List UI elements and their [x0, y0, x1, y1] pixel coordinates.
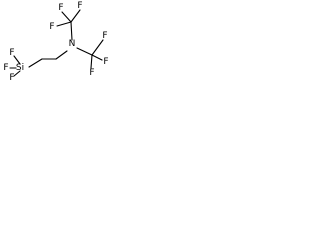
- bond-c1-f-top-left: [61, 11, 72, 23]
- atom-f-si-upper: F: [9, 48, 14, 58]
- atom-f-mid-left: F: [49, 22, 54, 32]
- bond-n-cf3-upper: [70, 21, 73, 41]
- atom-f-top-center: F: [77, 1, 82, 11]
- atom-f-bottom-right: F: [89, 68, 94, 78]
- atom-f-bottom-left: F: [9, 73, 14, 81]
- bond-si-ch2: [28, 58, 43, 68]
- bond-c2-f-bottom-right: [90, 54, 93, 69]
- atom-silicon: Si: [16, 63, 24, 73]
- bond-c1-f-top-center: [70, 9, 81, 23]
- atom-f-top-right: F: [102, 31, 107, 41]
- atom-f-top-left: F: [58, 3, 63, 13]
- bond-si-f-lower: [13, 70, 21, 77]
- chemical-structure-diagram: F F F N F F F F Si F F: [3, 1, 108, 81]
- bond-si-f-upper: [13, 55, 21, 65]
- bond-c2-f-top-right: [91, 39, 104, 56]
- bond-c2-f-mid-right: [91, 54, 103, 61]
- bond-ch2-n: [55, 50, 68, 60]
- atom-f-mid-right: F: [103, 57, 108, 67]
- atom-f-si-lower: F: [3, 63, 8, 73]
- bond-n-cf3-lower: [76, 47, 93, 56]
- bond-c1-f-mid-left: [56, 21, 72, 27]
- atom-nitrogen: N: [69, 39, 76, 49]
